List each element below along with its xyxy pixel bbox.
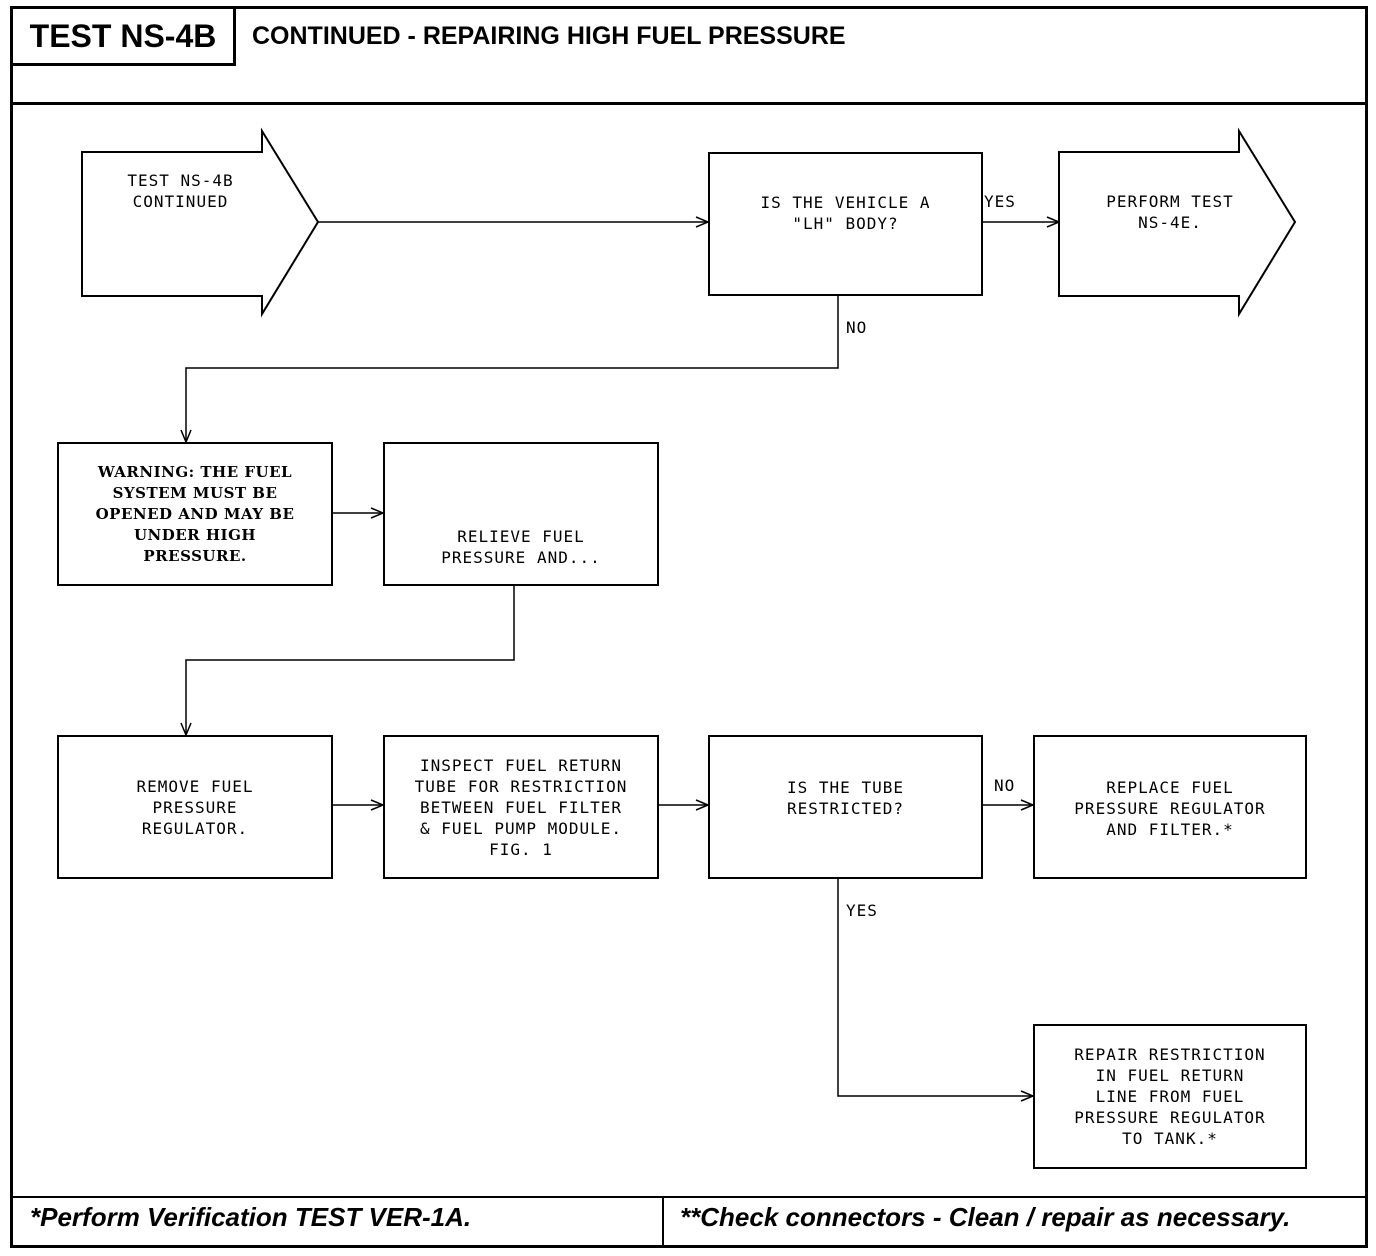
- perform-ns4e-node: PERFORM TEST NS-4E.: [1106, 192, 1234, 232]
- label-yes-lh: YES: [984, 192, 1016, 211]
- footer-separator: [662, 1197, 664, 1248]
- replace-node: REPLACE FUEL PRESSURE REGULATOR AND FILT…: [1033, 735, 1307, 879]
- q-lh-body-node: IS THE VEHICLE A "LH" BODY?: [708, 152, 983, 296]
- remove-regulator-node: REMOVE FUEL PRESSURE REGULATOR.: [57, 735, 333, 879]
- q-restricted-text: IS THE TUBE RESTRICTED?: [787, 778, 904, 818]
- warning-node: WARNING: THE FUEL SYSTEM MUST BE OPENED …: [57, 442, 333, 586]
- replace-text: REPLACE FUEL PRESSURE REGULATOR AND FILT…: [1074, 778, 1266, 839]
- label-no-lh: NO: [846, 318, 868, 337]
- repair-node: REPAIR RESTRICTION IN FUEL RETURN LINE F…: [1033, 1024, 1307, 1169]
- perform-arrow-shape: [1058, 127, 1297, 318]
- start-arrow-shape: [81, 127, 320, 318]
- label-no-restricted: NO: [994, 776, 1016, 795]
- q-restricted-node: IS THE TUBE RESTRICTED?: [708, 735, 983, 879]
- page-frame: [10, 6, 1368, 1248]
- test-id-box: TEST NS-4B: [10, 6, 236, 66]
- inspect-text: INSPECT FUEL RETURN TUBE FOR RESTRICTION…: [414, 756, 628, 859]
- label-yes-restricted: YES: [846, 901, 878, 920]
- page-title: CONTINUED - REPAIRING HIGH FUEL PRESSURE: [252, 22, 846, 50]
- edge-q1-no: [186, 296, 839, 442]
- relieve-node: RELIEVE FUEL PRESSURE AND...: [383, 442, 659, 586]
- warning-text: WARNING: THE FUEL SYSTEM MUST BE OPENED …: [95, 462, 295, 565]
- header-divider: [10, 102, 1368, 105]
- relieve-text: RELIEVE FUEL PRESSURE AND...: [441, 527, 601, 567]
- footer-note-left: *Perform Verification TEST VER-1A.: [30, 1202, 472, 1232]
- footer-divider: [10, 1196, 1368, 1198]
- footer-note-right: **Check connectors - Clean / repair as n…: [680, 1202, 1291, 1232]
- q-lh-body-text: IS THE VEHICLE A "LH" BODY?: [760, 193, 931, 233]
- inspect-node: INSPECT FUEL RETURN TUBE FOR RESTRICTION…: [383, 735, 659, 879]
- edge-q2-yes: [837, 879, 1033, 1096]
- repair-text: REPAIR RESTRICTION IN FUEL RETURN LINE F…: [1074, 1045, 1266, 1148]
- edge-relieve-to-remove: [186, 586, 515, 735]
- start-node: TEST NS-4B CONTINUED: [127, 171, 234, 211]
- remove-regulator-text: REMOVE FUEL PRESSURE REGULATOR.: [136, 776, 254, 838]
